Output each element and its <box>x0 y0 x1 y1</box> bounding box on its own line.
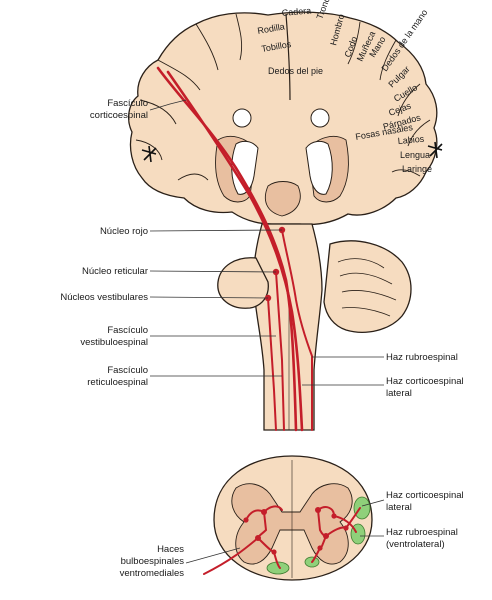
label-bulbospinal: ventromediales <box>120 568 185 579</box>
label-reticulospinal: reticuloespinal <box>87 377 148 388</box>
label-reticulospinal: Fascículo <box>107 365 148 376</box>
label-lateral-corticospinal: lateral <box>386 388 412 399</box>
cerebellum <box>324 241 411 332</box>
label-vestibulospinal: vestibuloespinal <box>80 337 148 348</box>
homunculus-label: Dedos del pie <box>268 66 323 76</box>
label-rubrospinal: Haz rubroespinal <box>386 352 458 363</box>
lateral-corticospinal-area <box>354 497 370 519</box>
spinal-cord-section <box>204 456 372 580</box>
lateral-ventricle-left-top <box>233 109 251 127</box>
label-bulbospinal: bulboespinales <box>121 556 185 567</box>
label-reticular-nucleus: Núcleo reticular <box>82 266 148 277</box>
label-lateral-corticospinal: Haz corticoespinal <box>386 376 464 387</box>
homunculus-label: Lengua <box>400 150 430 160</box>
label-bulbospinal: Haces <box>157 544 184 555</box>
label-corticospinal: Fascículo <box>107 98 148 109</box>
label-cord-rubrospinal: Haz rubroespinal <box>386 527 458 538</box>
label-vestibulospinal: Fascículo <box>107 325 148 336</box>
lateral-ventricle-right-top <box>311 109 329 127</box>
right-labels: Haz rubroespinal Haz corticoespinal late… <box>386 352 464 550</box>
label-red-nucleus: Núcleo rojo <box>100 226 148 237</box>
label-cord-rubrospinal: (ventrolateral) <box>386 539 445 550</box>
label-cord-lateral-corticospinal: Haz corticoespinal <box>386 490 464 501</box>
label-cord-lateral-corticospinal: lateral <box>386 502 412 513</box>
label-corticospinal: corticoespinal <box>90 110 148 121</box>
homunculus-label: Laringe <box>402 164 432 174</box>
label-vestibular-nuclei: Núcleos vestibulares <box>60 292 148 303</box>
